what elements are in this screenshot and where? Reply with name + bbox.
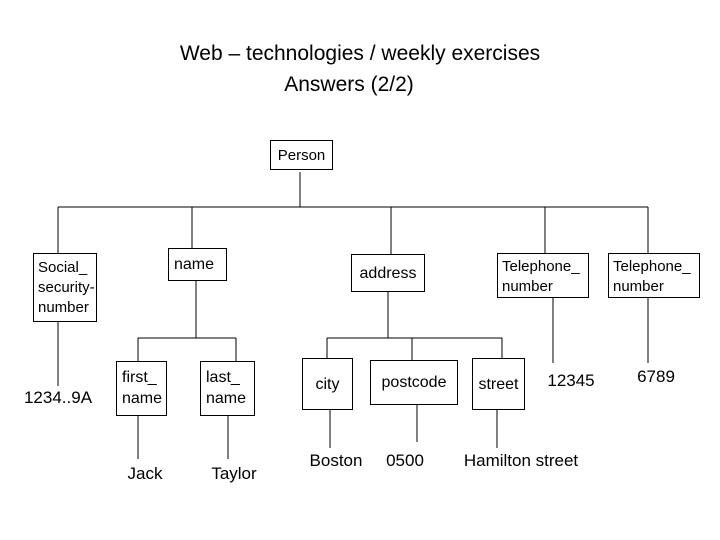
node-postcode: postcode — [370, 360, 458, 405]
node-person: Person — [270, 140, 333, 170]
node-telephone-number-1: Telephone_ number — [497, 253, 589, 298]
value-street: Hamilton street — [463, 451, 579, 470]
value-last-name: Taylor — [211, 464, 257, 483]
node-city: city — [302, 358, 353, 410]
node-telephone-number-2: Telephone_ number — [608, 253, 700, 298]
title-line-1: Web – technologies / weekly exercises — [179, 42, 541, 65]
node-last-name: last_ name — [200, 361, 255, 416]
value-postcode: 0500 — [386, 451, 424, 470]
value-telephone-number-2: 6789 — [637, 367, 675, 386]
value-social-security-number: 1234..9A — [23, 388, 93, 407]
node-social-security-number: Social_ security- number — [33, 253, 97, 322]
slide-title: Web – technologies / weekly exercises An… — [0, 38, 720, 100]
value-city: Boston — [309, 451, 363, 470]
node-street: street — [472, 358, 525, 410]
value-first-name: Jack — [127, 464, 163, 483]
node-first-name: first_ name — [116, 361, 167, 416]
node-name: name — [168, 248, 227, 281]
title-line-2: Answers (2/2) — [284, 73, 414, 96]
node-address: address — [351, 254, 425, 292]
value-telephone-number-1: 12345 — [547, 371, 595, 390]
